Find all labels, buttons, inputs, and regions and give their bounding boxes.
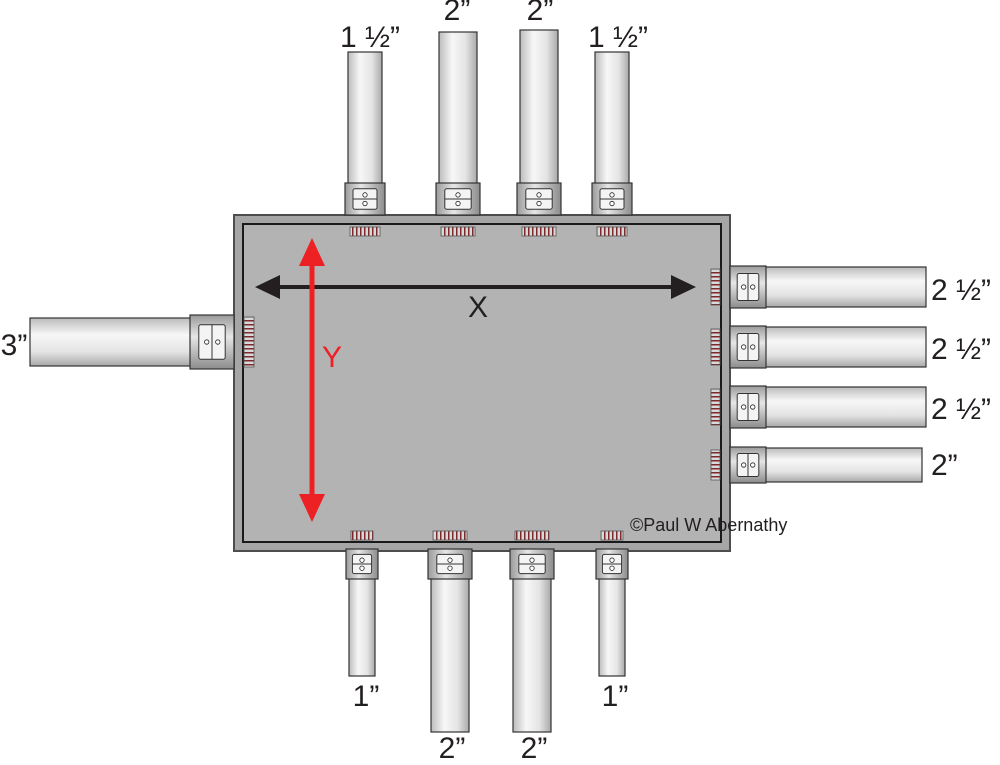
top-conduit-3-locknut — [521, 226, 557, 237]
top-conduit-4-connector-screw-a — [609, 192, 615, 198]
right-conduit-3-connector-screw-b — [750, 404, 756, 410]
right-conduit-1-connector-screw-b — [750, 284, 756, 290]
top-conduit-4-locknut — [596, 226, 628, 237]
left-conduit-1-size-label: 3” — [1, 329, 28, 362]
x-arrow-left-head — [255, 275, 280, 299]
top-conduit-1-pipe — [347, 51, 383, 186]
top-conduit-2-pipe — [438, 31, 478, 186]
top-conduit-3-pipe — [519, 29, 559, 186]
top-conduit-3-connector-screw-a — [536, 192, 542, 198]
bottom-conduit-3-size-label: 2” — [521, 732, 548, 765]
top-conduit-3-connector-screw-b — [536, 200, 542, 207]
right-conduit-4-connector-screw-b — [750, 462, 756, 468]
bottom-conduit-4-connector-screw-a — [609, 557, 615, 563]
bottom-conduit-4-size-label: 1” — [602, 680, 629, 713]
top-conduit-4-pipe — [594, 51, 630, 186]
bottom-conduit-1-locknut — [350, 530, 374, 541]
right-conduit-1-connector-screw-a — [741, 284, 747, 290]
bottom-conduit-2-size-label: 2” — [439, 732, 466, 765]
bottom-conduit-2-connector-screw-b — [447, 565, 453, 571]
top-conduit-3-size-label: 2” — [527, 0, 554, 27]
bottom-conduit-3-pipe — [512, 576, 552, 733]
top-conduit-2-size-label: 2” — [444, 0, 471, 27]
top-conduit-2-connector-screw-a — [455, 192, 461, 198]
bottom-conduit-2-pipe — [430, 576, 470, 733]
right-conduit-1-locknut — [710, 268, 721, 306]
top-conduit-4 — [591, 51, 633, 237]
right-conduit-3 — [710, 385, 927, 429]
right-conduit-1-pipe — [763, 266, 927, 308]
top-conduit-1-connector-screw-a — [362, 192, 368, 198]
top-conduit-2-locknut — [440, 226, 476, 237]
bottom-conduit-4-connector-screw-b — [609, 565, 615, 571]
y-arrow-bottom-head — [299, 494, 325, 522]
bottom-conduit-2-connector-screw-a — [447, 557, 453, 563]
top-conduit-3 — [516, 29, 562, 237]
right-conduit-3-connector-screw-a — [741, 404, 747, 410]
conduit-layer — [29, 29, 927, 733]
right-conduit-4-connector-screw-a — [741, 462, 747, 468]
right-conduit-2-connector-screw-a — [741, 344, 747, 350]
left-conduit-1-locknut — [243, 316, 255, 368]
right-conduit-3-size-label: 2 ½” — [931, 393, 991, 426]
copyright-notice: ©Paul W Abernathy — [630, 515, 787, 535]
top-conduit-4-size-label: 1 ½” — [588, 21, 648, 54]
bottom-conduit-1-size-label: 1” — [353, 680, 380, 713]
top-conduit-1-size-label: 1 ½” — [340, 21, 400, 54]
top-conduit-1 — [344, 51, 386, 237]
left-conduit-1 — [29, 314, 255, 370]
x-dimension-label: X — [468, 291, 488, 324]
bottom-conduit-3-locknut — [514, 530, 550, 541]
bottom-conduit-4-locknut — [600, 530, 624, 541]
top-conduit-1-locknut — [349, 226, 381, 237]
bottom-conduit-2 — [427, 530, 473, 733]
right-conduit-2 — [710, 325, 927, 369]
top-conduit-4-connector-screw-b — [609, 200, 615, 207]
left-conduit-1-connector-screw-b — [215, 339, 221, 345]
y-dimension-arrow: Y — [299, 238, 342, 522]
left-conduit-1-connector-screw-a — [204, 339, 210, 345]
bottom-conduit-4-pipe — [598, 576, 626, 677]
top-conduit-1-connector-screw-b — [362, 200, 368, 207]
right-conduit-4-size-label: 2” — [931, 449, 958, 482]
left-conduit-1-pipe — [29, 317, 193, 367]
right-conduit-2-pipe — [763, 326, 927, 368]
right-conduit-2-size-label: 2 ½” — [931, 333, 991, 366]
right-conduit-1 — [710, 265, 927, 309]
bottom-conduit-3 — [509, 530, 555, 733]
bottom-conduit-2-locknut — [432, 530, 468, 541]
right-conduit-4-pipe — [763, 447, 923, 483]
right-conduit-4 — [710, 446, 923, 484]
top-conduit-2 — [435, 31, 481, 237]
top-conduit-2-connector-screw-b — [455, 200, 461, 207]
y-dimension-label: Y — [322, 341, 342, 374]
bottom-conduit-1 — [345, 530, 379, 677]
right-conduit-3-pipe — [763, 386, 927, 428]
left-conduit-1-connector — [189, 314, 235, 370]
bottom-conduit-1-connector-screw-b — [359, 565, 365, 571]
bottom-conduit-3-connector-screw-a — [529, 557, 535, 563]
bottom-conduit-1-connector-screw-a — [359, 557, 365, 563]
bottom-conduit-4 — [595, 530, 629, 677]
right-conduit-4-locknut — [710, 449, 721, 481]
x-arrow-right-head — [671, 275, 696, 299]
right-conduit-3-locknut — [710, 388, 721, 426]
right-conduit-2-locknut — [710, 328, 721, 366]
right-conduit-1-size-label: 2 ½” — [931, 274, 991, 307]
y-arrow-top-head — [299, 238, 325, 266]
bottom-conduit-3-connector-screw-b — [529, 565, 535, 571]
bottom-conduit-1-pipe — [348, 576, 376, 677]
pull-box-inner-panel — [242, 223, 722, 543]
right-conduit-2-connector-screw-b — [750, 344, 756, 350]
x-dimension-arrow: X — [255, 275, 696, 324]
